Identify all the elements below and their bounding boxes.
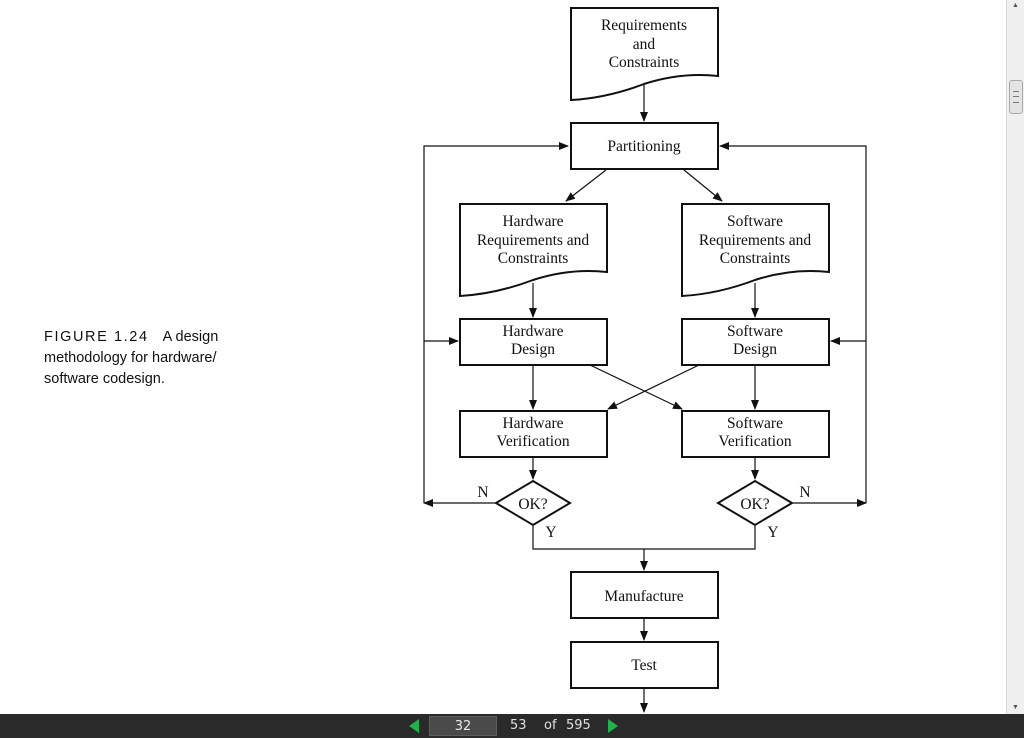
sw-requirements-label-2: Requirements and bbox=[699, 232, 812, 249]
arrow-hwdesign-to-swverif bbox=[589, 364, 683, 410]
sw-design-label-1: Software bbox=[727, 323, 783, 340]
hw-requirements-label-1: Hardware bbox=[502, 213, 563, 230]
requirements-label-2: and bbox=[633, 36, 656, 53]
hw-requirements-label-3: Constraints bbox=[498, 250, 569, 267]
sw-requirements-document-shape bbox=[681, 203, 830, 298]
requirements-document-shape bbox=[570, 7, 719, 102]
hw-requirements-label-2: Requirements and bbox=[477, 232, 590, 249]
grip-icon bbox=[1013, 91, 1019, 103]
figure-label: FIGURE 1.24 bbox=[44, 329, 149, 345]
hw-yes-label: Y bbox=[545, 524, 556, 541]
scroll-up-icon[interactable]: ▲ bbox=[1012, 2, 1019, 9]
caption-line-2: methodology for hardware/ bbox=[44, 350, 217, 366]
hw-verification-box bbox=[459, 410, 608, 458]
arrow-partition-to-sw bbox=[683, 169, 723, 202]
hw-verification-label-2: Verification bbox=[496, 433, 569, 450]
flowchart-connectors bbox=[423, 82, 867, 713]
page-navigation-bar: 53 of 595 bbox=[0, 714, 1024, 738]
vertical-scrollbar[interactable]: ▲ ▼ bbox=[1006, 0, 1024, 714]
scroll-down-icon[interactable]: ▼ bbox=[1012, 704, 1019, 711]
scrollbar-thumb[interactable] bbox=[1009, 80, 1023, 114]
flowchart-labels: Requirements and Constraints Partitionin… bbox=[477, 17, 812, 674]
arrow-sw-feedback-partition bbox=[719, 142, 867, 503]
requirements-label-1: Requirements bbox=[601, 17, 687, 34]
arrow-hw-feedback-partition bbox=[423, 142, 569, 503]
previous-page-icon[interactable] bbox=[409, 719, 419, 733]
sw-design-label-2: Design bbox=[733, 341, 777, 358]
sw-no-label: N bbox=[799, 484, 810, 501]
sw-decision-diamond bbox=[716, 479, 794, 527]
test-label: Test bbox=[631, 657, 657, 674]
total-pages: 595 bbox=[566, 718, 591, 733]
test-box bbox=[570, 641, 719, 689]
figure-caption: FIGURE 1.24 A design methodology for hard… bbox=[44, 327, 264, 390]
hw-verification-label-1: Hardware bbox=[502, 415, 563, 432]
sw-design-box bbox=[681, 318, 830, 366]
of-label: of bbox=[544, 718, 557, 733]
sw-yes-label: Y bbox=[767, 524, 778, 541]
hw-decision-label: OK? bbox=[518, 496, 547, 513]
hw-design-label-1: Hardware bbox=[502, 323, 563, 340]
arrow-partition-to-hw bbox=[565, 169, 607, 202]
hw-decision-diamond bbox=[494, 479, 572, 527]
merge-line bbox=[532, 526, 756, 550]
sw-requirements-label-1: Software bbox=[727, 213, 783, 230]
partitioning-label: Partitioning bbox=[607, 138, 680, 155]
secondary-page-number: 53 bbox=[510, 718, 527, 733]
sw-verification-box bbox=[681, 410, 830, 458]
requirements-label-3: Constraints bbox=[609, 54, 680, 71]
caption-line-3: software codesign. bbox=[44, 371, 165, 387]
sw-verification-label-1: Software bbox=[727, 415, 783, 432]
hw-requirements-document-shape bbox=[459, 203, 608, 298]
sw-verification-label-2: Verification bbox=[718, 433, 791, 450]
sw-requirements-label-3: Constraints bbox=[720, 250, 791, 267]
hw-no-label: N bbox=[477, 484, 488, 501]
document-page: FIGURE 1.24 A design methodology for hard… bbox=[44, 7, 867, 713]
sw-decision-label: OK? bbox=[740, 496, 769, 513]
caption-line-1: A design bbox=[162, 329, 219, 345]
flowchart-nodes bbox=[459, 7, 830, 689]
next-page-icon[interactable] bbox=[608, 719, 618, 733]
manufacture-box bbox=[570, 571, 719, 619]
partitioning-box bbox=[570, 122, 719, 170]
arrow-swdesign-to-hwverif bbox=[607, 364, 700, 410]
codesign-flowchart: Requirements and Constraints Partitionin… bbox=[423, 7, 867, 713]
hw-design-box bbox=[459, 318, 608, 366]
manufacture-label: Manufacture bbox=[604, 588, 683, 605]
current-page-input[interactable] bbox=[429, 716, 497, 736]
hw-design-label-2: Design bbox=[511, 341, 555, 358]
